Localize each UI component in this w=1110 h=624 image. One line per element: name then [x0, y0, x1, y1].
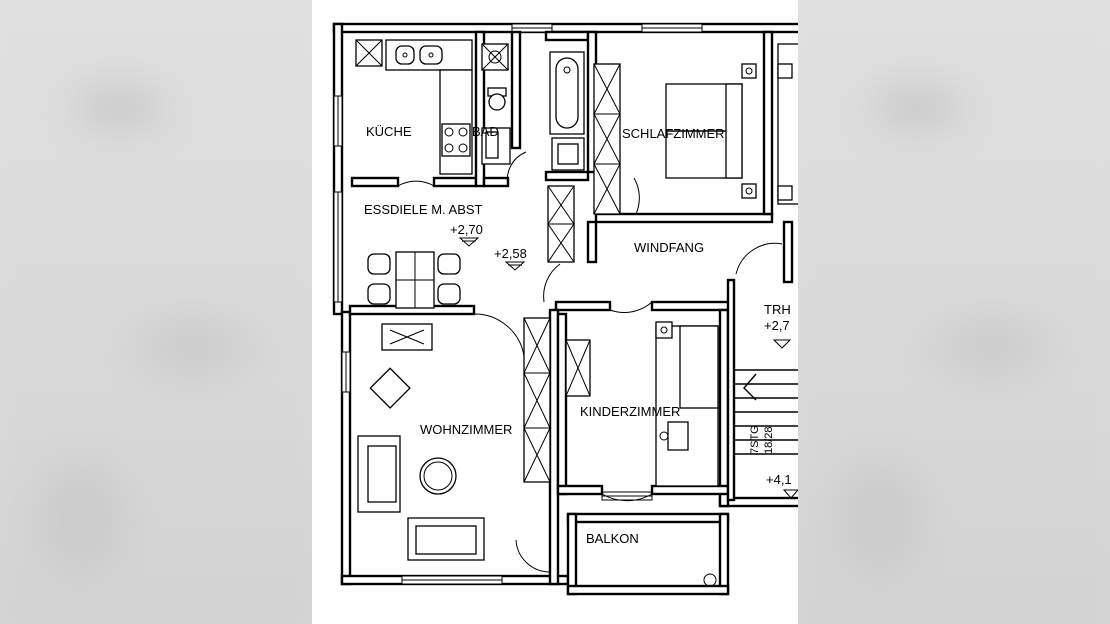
level-flur: +2,58: [494, 246, 527, 261]
room-label-bad: BAD: [472, 124, 499, 139]
balcony-drain-icon: [703, 573, 717, 587]
floor-plan-panel: KÜCHE BAD SCHLAFZIMMER ESSDIELE M. ABST …: [312, 0, 798, 624]
windows: [333, 23, 703, 585]
level-essdiele: +2,70: [450, 222, 483, 237]
blurred-background-left: [0, 0, 312, 624]
living-room-furniture: [357, 323, 485, 561]
room-label-kueche: KÜCHE: [366, 124, 412, 139]
stair-ratio-label: 18/28: [763, 426, 775, 454]
doors: [397, 151, 783, 573]
interior-walls: [348, 30, 794, 596]
room-label-balkon: BALKON: [586, 531, 639, 546]
room-label-windfang: WINDFANG: [634, 240, 704, 255]
stair-steps-label: 7STG: [749, 425, 761, 454]
level-markers: [458, 237, 526, 271]
level-trh: +2,7: [764, 318, 790, 333]
bathroom-fixtures: [481, 43, 585, 171]
room-label-wohnzimmer: WOHNZIMMER: [420, 422, 512, 437]
kitchen-fixtures: [355, 39, 473, 175]
room-label-trh: TRH: [764, 302, 791, 317]
childrens-room-furniture: [655, 321, 719, 487]
floor-plan: KÜCHE BAD SCHLAFZIMMER ESSDIELE M. ABST …: [332, 22, 798, 596]
bedroom-furniture: [665, 43, 798, 205]
room-label-essdiele: ESSDIELE M. ABST: [364, 202, 483, 217]
level-stair-bottom: +4,1: [766, 472, 792, 487]
dining-table-set: [367, 251, 461, 309]
room-label-schlafzimmer: SCHLAFZIMMER: [622, 126, 725, 141]
built-in-cabinets: [523, 63, 621, 483]
blurred-background-right: [798, 0, 1110, 624]
staircase: [734, 339, 798, 499]
room-label-kinderzimmer: KINDERZIMMER: [580, 404, 680, 419]
